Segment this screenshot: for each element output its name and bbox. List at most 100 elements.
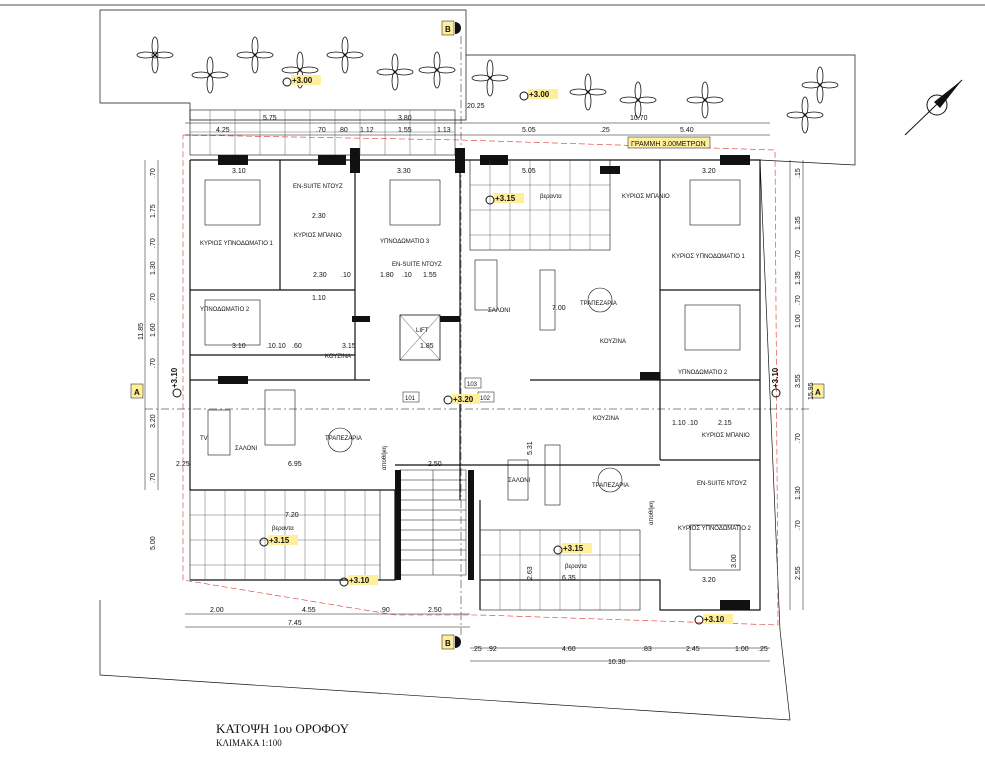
- dim-inner: 1.55: [423, 272, 437, 279]
- dim-top: 5.75: [263, 115, 277, 122]
- dim-right: 1.35: [795, 271, 802, 285]
- bedroom3-label: ΥΠΝΟΔΩΜΑΤΙΟ 3: [380, 239, 430, 245]
- dim-inner: 3.20: [702, 168, 716, 175]
- dining-left-label: ΤΡΑΠΕΖΑΡΙΑ: [325, 436, 362, 442]
- dimension-lines: [144, 122, 804, 662]
- dim-inner: 3.20: [702, 577, 716, 584]
- setback-line: [182, 134, 779, 626]
- dim-inner: .60: [292, 343, 302, 350]
- dim-inner: 1.85: [420, 343, 434, 350]
- door-101-label: 101: [405, 396, 416, 402]
- dim-bottom: .90: [380, 607, 390, 614]
- tv-left-label: TV: [200, 436, 208, 442]
- dim-inner: 6.95: [288, 461, 302, 468]
- dim-right: 1.00: [795, 314, 802, 328]
- living-right-label: ΣΑΛΟΝΙ: [488, 308, 511, 314]
- kitchen-right-label: ΚΟΥΖΙΝΑ: [600, 339, 626, 345]
- dim-bottom: 10.30: [608, 659, 626, 666]
- dim-bottom: 2.50: [428, 607, 442, 614]
- dim-right: 15.95: [808, 382, 815, 400]
- dim-bottom: 2.45: [686, 646, 700, 653]
- dim-inner: .10: [688, 420, 698, 427]
- drawing-scale: ΚΛΙΜΑΚΑ 1:100: [216, 738, 282, 748]
- section-b-top: B: [441, 20, 461, 36]
- dim-left: 5.00: [150, 536, 157, 550]
- dim-inner: 1.80: [380, 272, 394, 279]
- tree-icons: [136, 36, 839, 134]
- svg-text:+3.10: +3.10: [704, 615, 725, 624]
- dim-inner: 2.15: [718, 420, 732, 427]
- dim-top: .80: [338, 127, 348, 134]
- veranda-bottom-right-label: βεραντα: [565, 564, 587, 570]
- dim-bottom: .92: [487, 646, 497, 653]
- dim-left: .70: [150, 168, 157, 178]
- svg-text:+3.20: +3.20: [453, 395, 474, 404]
- svg-text:+3.15: +3.15: [563, 544, 584, 553]
- dim-top: 1.13: [437, 127, 451, 134]
- dim-top: 20.25: [467, 103, 485, 110]
- living-left-label: ΣΑΛΟΝΙ: [235, 446, 258, 452]
- dim-right: 3.55: [795, 374, 802, 388]
- dim-inner: .10: [266, 343, 276, 350]
- svg-text:B: B: [445, 25, 451, 34]
- dim-bottom: 7.45: [288, 620, 302, 627]
- dim-inner: 3.30: [397, 168, 411, 175]
- dim-inner: 5.31: [527, 441, 534, 455]
- dim-left: 1.60: [150, 323, 157, 337]
- staircase: [399, 469, 467, 576]
- dim-bottom: 4.55: [302, 607, 316, 614]
- master-bedroom2-right-label: ΚΥΡΙΟΣ ΥΠΝΟΔΩΜΑΤΙΟ 2: [678, 526, 752, 532]
- svg-text:+3.10: +3.10: [170, 367, 179, 388]
- kitchen-left-label: ΚΟΥΖΙΝΑ: [325, 354, 351, 360]
- master-bedroom-right-label: ΚΥΡΙΟΣ ΥΠΝΟΔΩΜΑΤΙΟ 1: [672, 254, 746, 260]
- bath2-right-label: ΚΥΡΙΟΣ ΜΠΑΝΙΟ: [702, 433, 750, 439]
- dim-inner: 3.10: [232, 343, 246, 350]
- svg-text:A: A: [815, 388, 821, 397]
- ensuite2-label: EN-SUITE ΝΤΟΥΖ: [392, 262, 442, 268]
- dim-inner: 2.30: [312, 213, 326, 220]
- storage-left-label: αποθήκη: [381, 446, 388, 470]
- dim-top: 5.40: [680, 127, 694, 134]
- dim-left: 1.30: [150, 261, 157, 275]
- svg-text:A: A: [134, 388, 140, 397]
- lift-label: LIFT: [416, 328, 429, 334]
- dining2-right-label: ΤΡΑΠΕΖΑΡΙΑ: [592, 483, 629, 489]
- master-bath-left-label: ΚΥΡΙΟΣ ΜΠΑΝΙΟ: [294, 233, 342, 239]
- bath-right-label: ΚΥΡΙΟΣ ΜΠΑΝΙΟ: [622, 194, 670, 200]
- svg-text:+3.10: +3.10: [771, 367, 780, 388]
- dim-right: .70: [795, 250, 802, 260]
- north-arrow-icon: [904, 79, 963, 136]
- dim-inner: 2.50: [428, 461, 442, 468]
- dim-top: 10.70: [630, 115, 648, 122]
- dim-top: .25: [600, 127, 610, 134]
- dim-right: .70: [795, 295, 802, 305]
- dim-left: 2.25: [176, 461, 190, 468]
- dim-right: 1.35: [795, 216, 802, 230]
- dim-inner: 3.10: [232, 168, 246, 175]
- dim-left: 1.75: [150, 204, 157, 218]
- dim-inner: .10: [402, 272, 412, 279]
- svg-text:+3.00: +3.00: [292, 76, 313, 85]
- dim-bottom: .83: [642, 646, 652, 653]
- master-bedroom-left-label: ΚΥΡΙΟΣ ΥΠΝΟΔΩΜΑΤΙΟ 1: [200, 241, 274, 247]
- dim-left: 3.20: [150, 414, 157, 428]
- dim-top: 5.05: [522, 127, 536, 134]
- dim-top: 1.55: [398, 127, 412, 134]
- svg-text:+3.00: +3.00: [529, 90, 550, 99]
- level-markers: +3.00 +3.00 +3.15 +3.10 +3.20 +3.10 +3.1…: [170, 75, 781, 625]
- dim-inner: 1.10: [672, 420, 686, 427]
- dim-inner: .10: [341, 272, 351, 279]
- dim-bottom: .25: [472, 646, 482, 653]
- dim-inner: 6.35: [562, 575, 576, 582]
- dim-left: .70: [150, 473, 157, 483]
- dim-inner: 7.20: [285, 512, 299, 519]
- veranda-hatch: [189, 109, 641, 611]
- dim-right: .70: [795, 433, 802, 443]
- bedroom2-left-label: ΥΠΝΟΔΩΜΑΤΙΟ 2: [200, 307, 250, 313]
- section-b-bottom: B: [441, 634, 461, 650]
- lift-shaft: [399, 314, 441, 361]
- svg-text:+3.15: +3.15: [269, 536, 290, 545]
- dim-left: .70: [150, 293, 157, 303]
- dim-top: 4.25: [216, 127, 230, 134]
